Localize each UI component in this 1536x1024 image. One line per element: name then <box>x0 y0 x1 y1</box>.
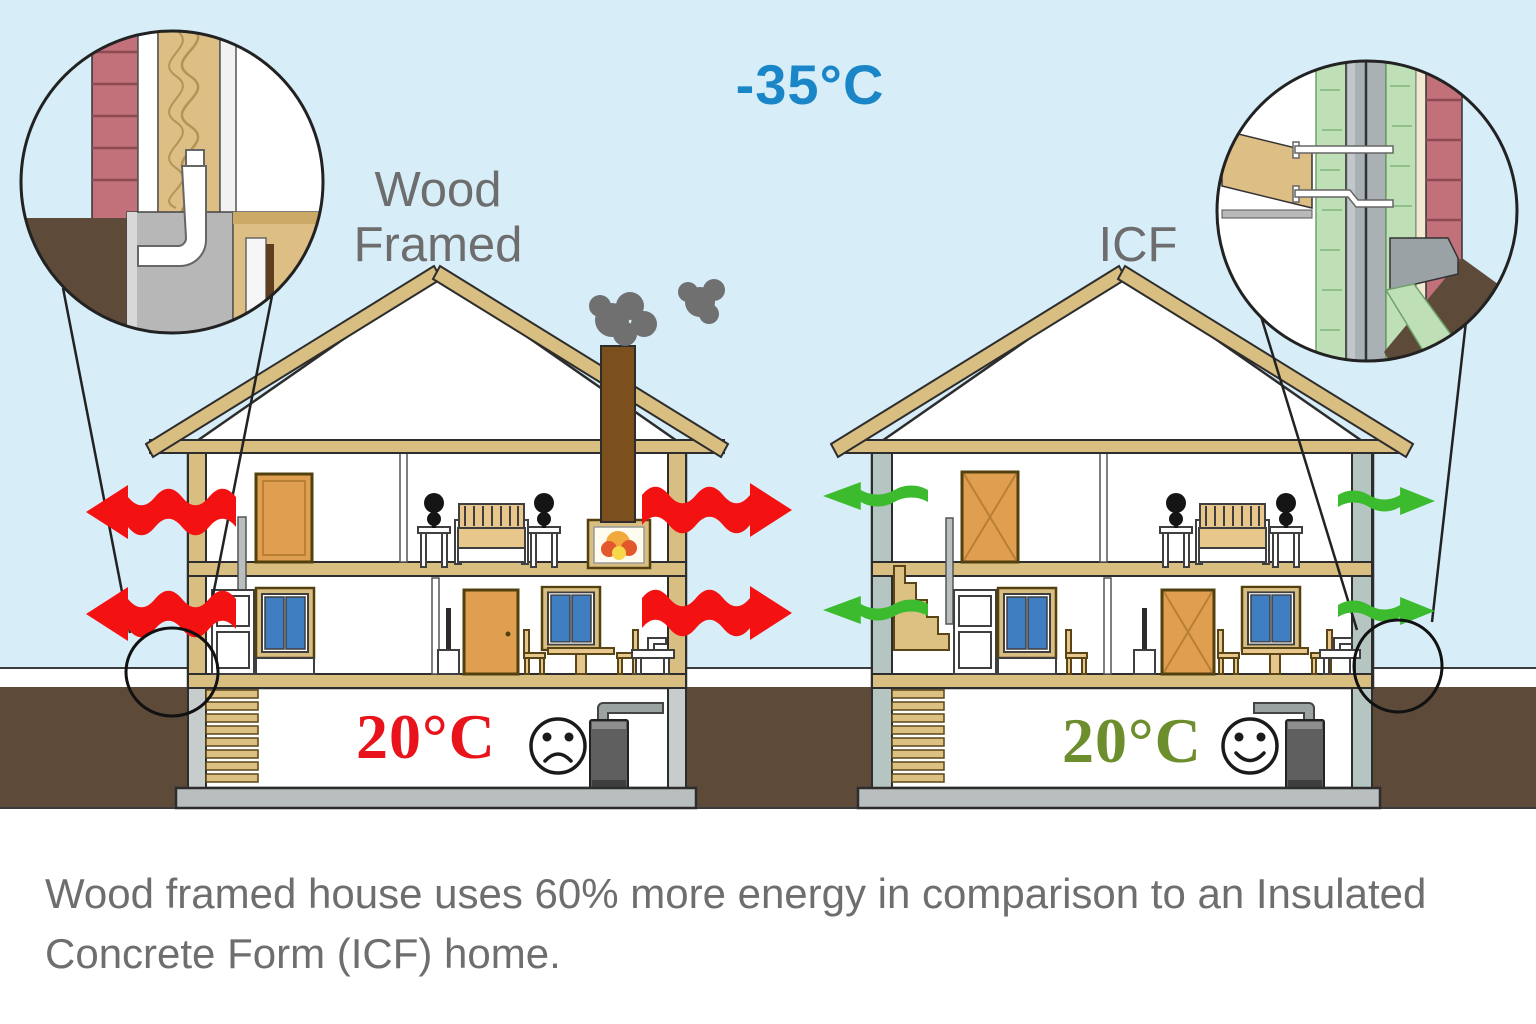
caption: Wood framed house uses 60% more energy i… <box>45 864 1515 983</box>
footing-slab <box>174 786 698 810</box>
first-floor-slab <box>871 673 1373 689</box>
wood-foundation-callout-circle <box>124 626 220 718</box>
wood-wall-detail-circle <box>21 31 323 333</box>
caption-line-1: Wood framed house uses 60% more energy i… <box>45 870 1427 917</box>
second-floor-slab <box>871 561 1373 577</box>
icf-house <box>829 264 1415 810</box>
lower-cabinet <box>255 657 315 675</box>
floor-lamp <box>1133 608 1156 675</box>
icf-house-label: ICF <box>1098 218 1178 272</box>
dining-table <box>1217 629 1333 675</box>
eave-beam <box>149 439 725 454</box>
furnace-icon <box>589 702 664 791</box>
kitchen-cabinet <box>953 589 997 675</box>
happy-face-icon <box>1221 717 1279 775</box>
interior-wall <box>399 449 408 563</box>
bed <box>1195 503 1270 565</box>
caption-line-2: Concrete Form (ICF) home. <box>45 929 561 977</box>
bed <box>454 503 529 565</box>
lower-cabinet <box>997 657 1057 675</box>
drain-pipe <box>137 165 207 267</box>
eave-beam <box>845 439 1403 454</box>
footing-slab <box>856 786 1382 810</box>
sad-face-icon <box>529 717 587 775</box>
kitchen-window <box>254 586 316 660</box>
icf-foundation-callout-circle <box>1352 618 1444 714</box>
icf-indoor-temperature: 20°C <box>1062 705 1202 776</box>
entry-door <box>462 588 520 676</box>
sink <box>1319 637 1361 675</box>
wood-framed-house <box>144 264 730 810</box>
wood-indoor-temperature: 20°C <box>356 701 496 772</box>
sink <box>631 637 675 675</box>
bedroom-door <box>254 472 314 564</box>
dining-table <box>523 629 639 675</box>
outdoor-temperature: -35°C <box>735 53 885 116</box>
basement-stairs <box>205 689 259 783</box>
kitchen-window <box>996 586 1058 660</box>
roof-right <box>1116 264 1415 459</box>
dining-window <box>540 585 602 652</box>
foundation-wall <box>667 687 687 789</box>
basement-stairs <box>891 689 945 783</box>
second-floor-slab <box>187 561 687 577</box>
first-floor-slab <box>187 673 687 689</box>
interior-wall <box>431 577 440 675</box>
wood-house-label: Wood Framed <box>353 163 523 272</box>
smoke-clouds-icon <box>589 279 725 346</box>
furnace-icon <box>1253 702 1325 791</box>
interior-wall <box>1103 577 1112 675</box>
callout-lines <box>61 287 1471 634</box>
floor-lamp <box>437 608 460 675</box>
dining-window <box>1240 585 1302 652</box>
wall-ties <box>1292 141 1394 208</box>
chimney <box>600 345 636 523</box>
fireplace <box>586 518 652 570</box>
interior-wall <box>1099 449 1108 563</box>
